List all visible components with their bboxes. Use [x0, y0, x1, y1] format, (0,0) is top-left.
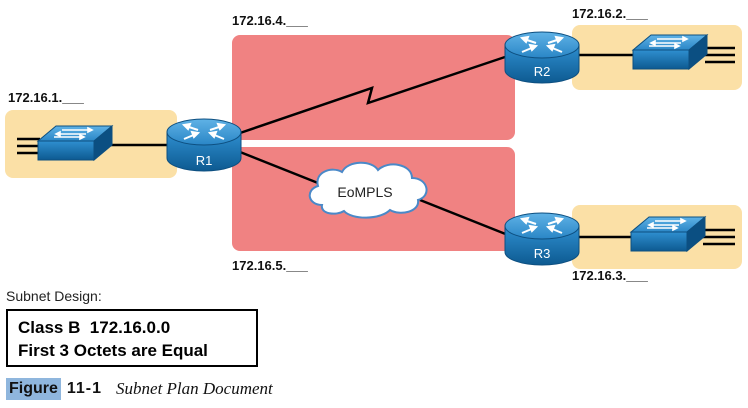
router-r2: R2: [504, 31, 580, 84]
sw2-port-lines: [705, 46, 735, 64]
design-line-class: Class B 172.16.0.0: [18, 318, 171, 337]
subnet-design-box: Class B 172.16.0.0 First 3 Octets are Eq…: [6, 309, 258, 367]
sw1-port-lines: [17, 137, 40, 155]
figure-number: 11-1: [66, 380, 103, 397]
wan-serial-area: [232, 35, 515, 140]
router-r3-label: R3: [534, 246, 551, 261]
eompls-link-r1: [239, 150, 319, 185]
network-diagram: EoMPLS: [5, 6, 742, 283]
serial-link: [239, 55, 506, 135]
subnet-label-lan-r3: 172.16.3.___: [572, 268, 649, 283]
figure-title: Subnet Plan Document: [116, 379, 273, 398]
lan-switch-r2: [631, 33, 709, 71]
router-r1-label: R1: [196, 153, 213, 168]
router-r2-label: R2: [534, 64, 551, 79]
router-r1: R1: [166, 118, 242, 172]
figure-label: Figure: [6, 378, 61, 400]
figure-caption: Figure 11-1 Subnet Plan Document: [6, 378, 273, 400]
sw3-port-lines: [703, 228, 735, 246]
lan-switch-r1: [36, 124, 114, 162]
eompls-cloud-label: EoMPLS: [337, 184, 392, 200]
subnet-label-lan-r2: 172.16.2.___: [572, 6, 649, 21]
eompls-cloud: EoMPLS: [308, 161, 428, 219]
subnet-label-lan-r1: 172.16.1.___: [8, 90, 85, 105]
subnet-label-wan-serial: 172.16.4.___: [232, 13, 309, 28]
subnet-label-wan-eompls: 172.16.5.___: [232, 258, 309, 273]
subnet-design-caption: Subnet Design:: [6, 288, 102, 304]
design-line-octets: First 3 Octets are Equal: [18, 341, 208, 360]
lan-switch-r3: [629, 215, 707, 253]
eompls-link-r3: [419, 198, 509, 237]
router-r3: R3: [504, 212, 580, 266]
